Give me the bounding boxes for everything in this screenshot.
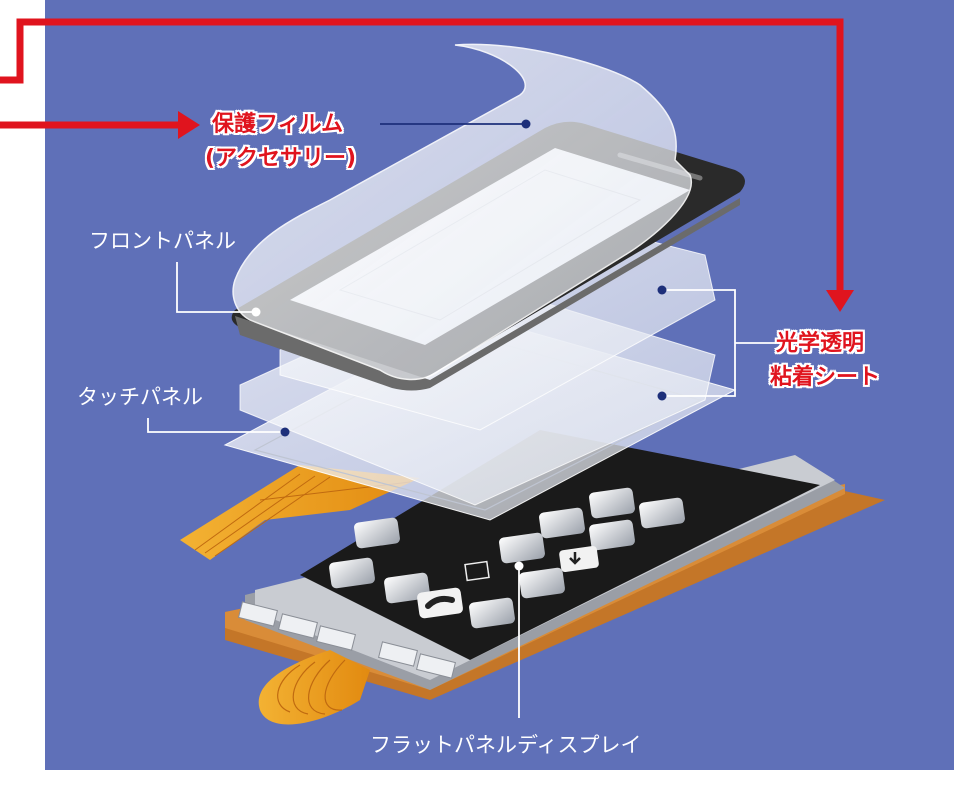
- leader-touch-panel: [147, 418, 285, 433]
- anchor-dot-oca-lower: [657, 391, 667, 401]
- label-protective-film-line1: 保護フィルム: [212, 112, 344, 137]
- anchor-dot-front-panel: [251, 307, 261, 317]
- flow-arrow-main: [0, 18, 844, 295]
- phone-icon: [425, 595, 455, 609]
- download-icon: [569, 552, 581, 565]
- anchor-dot-oca-upper: [657, 285, 667, 295]
- label-touch-panel: タッチパネル: [77, 385, 203, 409]
- anchor-dot-touch-panel: [280, 427, 290, 437]
- label-front-panel: フロントパネル: [89, 229, 236, 253]
- arrowhead-oca: [826, 290, 854, 312]
- label-oca-line2: 粘着シート: [770, 365, 881, 390]
- document-icon: [464, 560, 490, 582]
- leader-front-panel: [176, 262, 256, 313]
- label-oca-line1: 光学透明: [776, 331, 865, 356]
- label-protective-film-line2: (アクセサリー): [205, 146, 357, 171]
- anchor-dot-film: [521, 119, 531, 129]
- flat-panel-display: [225, 430, 885, 725]
- label-flat-panel-display: フラットパネルディスプレイ: [370, 733, 642, 757]
- leader-lines: [147, 123, 776, 718]
- anchor-dot-display: [514, 561, 524, 571]
- driver-chips: [237, 601, 457, 679]
- flow-arrows: [0, 18, 844, 295]
- arrowhead-film: [178, 111, 200, 139]
- display-flex-cable: [258, 650, 370, 725]
- protective-film: [232, 43, 693, 381]
